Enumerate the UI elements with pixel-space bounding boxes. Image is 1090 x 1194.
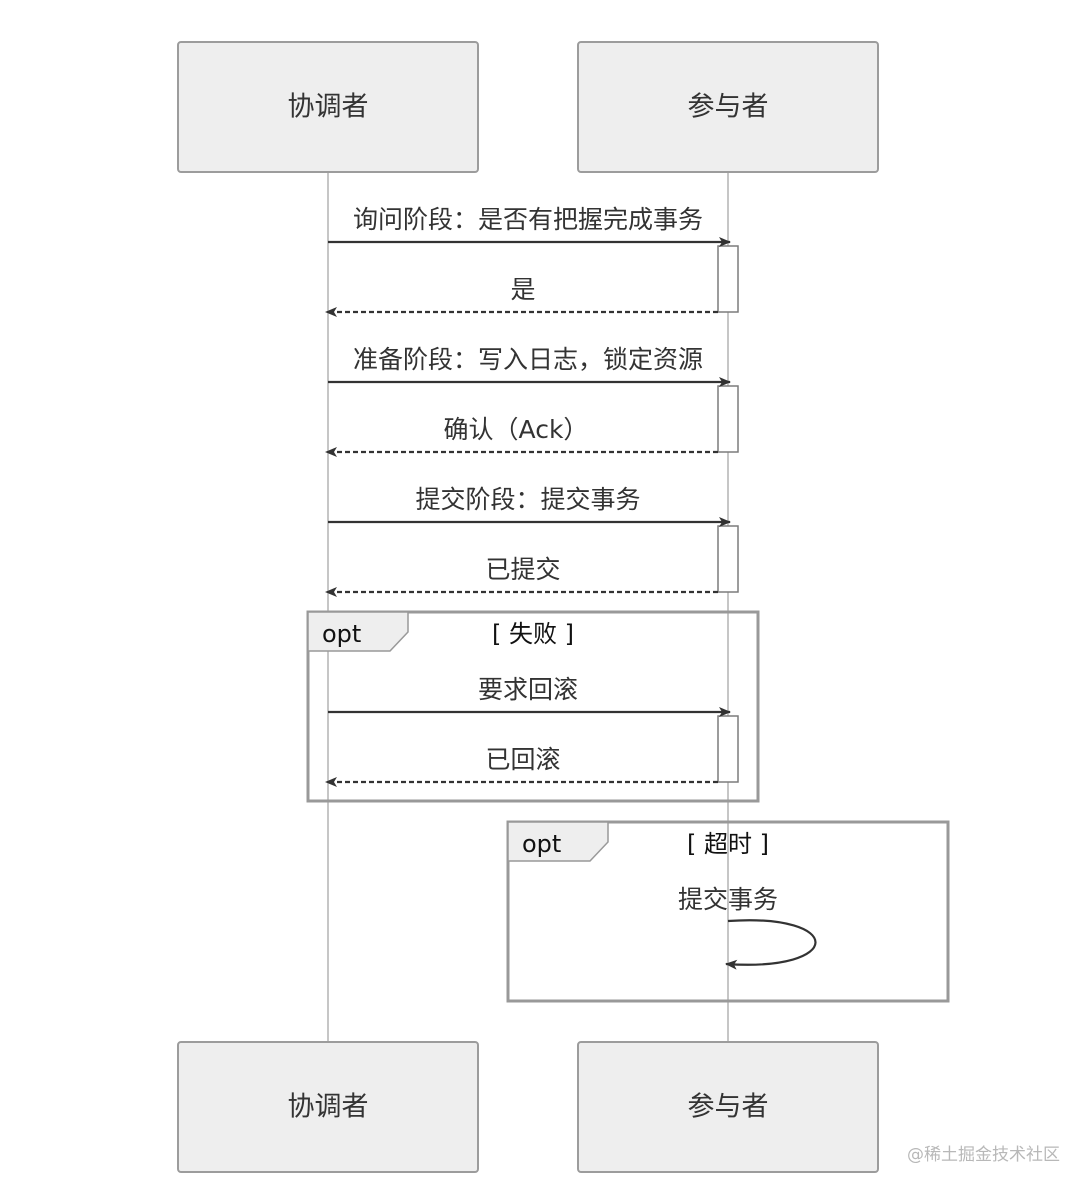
frame-condition: [ 超时 ] [687, 830, 769, 858]
message-label: 要求回滚 [478, 675, 578, 704]
participant-coordinator-top: 协调者 [177, 41, 479, 173]
message-label: 已提交 [485, 555, 560, 584]
activation-bar [717, 245, 739, 313]
message-label: 提交事务 [678, 885, 778, 914]
activation-bar [717, 525, 739, 593]
participant-coordinator-label: 协调者 [288, 1092, 369, 1123]
opt-frame-timeout: opt [ 超时 ] [506, 820, 950, 1003]
message-label: 确认（Ack） [444, 415, 589, 444]
activation-bar [717, 385, 739, 453]
frame-condition: [ 失败 ] [492, 620, 574, 648]
participant-participant-bottom: 参与者 [577, 1041, 879, 1173]
participant-coordinator-label: 协调者 [288, 92, 369, 123]
frame-tab-label: opt [322, 620, 361, 648]
watermark: @稀土掘金技术社区 [907, 1145, 1060, 1165]
participant-participant-label: 参与者 [688, 1092, 769, 1123]
self-message-arrow [725, 919, 817, 970]
message-label: 询问阶段：是否有把握完成事务 [353, 205, 703, 234]
participant-coordinator-bottom: 协调者 [177, 1041, 479, 1173]
message-label: 已回滚 [485, 745, 560, 774]
message-label: 准备阶段：写入日志，锁定资源 [353, 345, 703, 374]
message-label: 是 [510, 275, 535, 304]
opt-frame-failure: opt [ 失败 ] [306, 610, 760, 803]
message-label: 提交阶段：提交事务 [415, 485, 640, 514]
participant-participant-top: 参与者 [577, 41, 879, 173]
activation-bar [717, 715, 739, 783]
frame-tab-label: opt [522, 830, 561, 858]
participant-participant-label: 参与者 [688, 92, 769, 123]
